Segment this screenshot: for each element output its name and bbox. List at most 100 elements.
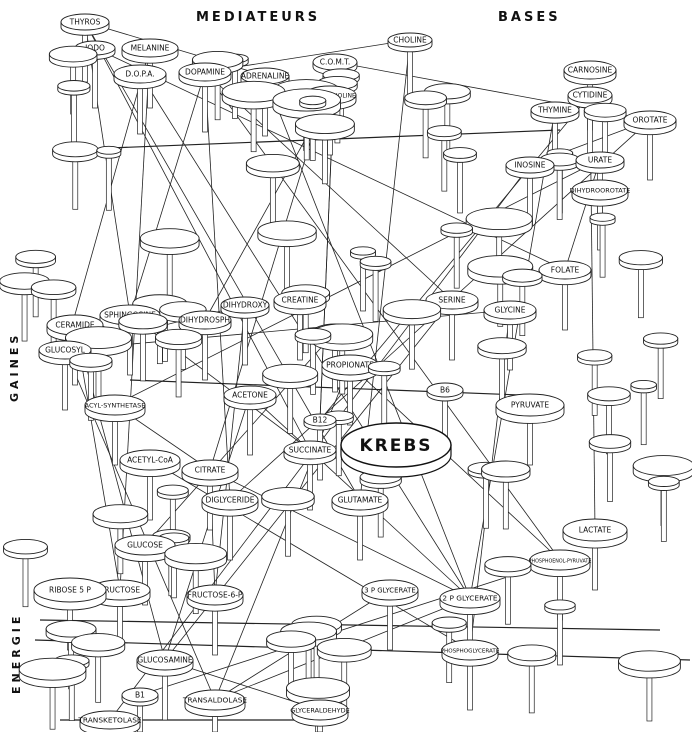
gear-disc xyxy=(295,114,354,133)
gear-disc xyxy=(590,213,615,221)
disc-label: GLYCINE xyxy=(495,306,526,315)
gear-disc xyxy=(258,221,316,240)
disc-label: DOPAMINE xyxy=(185,68,225,77)
gear-disc xyxy=(267,631,316,647)
disc-label: THYROS xyxy=(69,18,101,27)
gear-disc xyxy=(93,505,148,523)
disc-label: PHOSPHOENOL-PYRUVATE xyxy=(529,559,592,565)
gear-disc xyxy=(466,208,532,230)
gear-disc xyxy=(619,251,662,265)
gear-disc xyxy=(432,617,466,628)
gear-disc xyxy=(263,364,318,382)
shaft xyxy=(641,385,646,445)
belt xyxy=(205,72,230,500)
disc-label: B6 xyxy=(440,386,450,395)
gear-disc xyxy=(31,280,76,295)
gear-disc xyxy=(72,634,125,652)
disc-label: OROTATE xyxy=(633,116,668,125)
gear-disc xyxy=(4,539,48,553)
gear-disc xyxy=(631,380,657,388)
disc-label: ACYL-SYNTHETASE xyxy=(85,402,146,410)
gear-disc xyxy=(633,456,692,476)
gear-disc xyxy=(383,300,440,319)
gear-disc xyxy=(157,485,188,495)
disc-label: GLUCOSAMINE xyxy=(137,656,193,665)
disc-label: SERINE xyxy=(438,296,466,305)
gear-disc xyxy=(427,126,461,137)
disc-label: ADRENALINE xyxy=(241,72,290,81)
gear-disc xyxy=(648,476,679,486)
disc-label: C.O.M.T. xyxy=(320,58,351,67)
gear-disc xyxy=(246,154,299,171)
gear-disc xyxy=(49,46,97,62)
disc-label: TRANSKETOLASE xyxy=(77,716,142,725)
disc-label: B12 xyxy=(313,416,328,425)
gear-disc xyxy=(577,350,611,361)
disc-label: MELANINE xyxy=(131,44,170,53)
disc-label: TRANSALDOLASE xyxy=(182,696,247,705)
krebs-label: KREBS xyxy=(359,436,432,456)
gear-disc xyxy=(140,229,199,248)
belt xyxy=(210,470,470,598)
disc-label: PHOSPHOGLYCERATE xyxy=(441,649,500,655)
disc-label: GLYCERALDEHYDE xyxy=(290,707,349,715)
gear-disc xyxy=(165,543,227,563)
disc-label: CHOLINE xyxy=(393,36,427,45)
gear-disc xyxy=(58,80,90,91)
gear-disc xyxy=(444,148,477,159)
gear-disc xyxy=(53,142,98,157)
long-belt xyxy=(40,620,660,630)
gear-disc xyxy=(262,488,314,505)
disc-label: DIHYDROOROTATE xyxy=(570,187,631,195)
gear-disc xyxy=(482,461,530,477)
disc-label: 2 P GLYCERATE xyxy=(442,594,497,603)
disc-label: DIHYDROXY xyxy=(223,301,268,310)
disc-label: ACETONE xyxy=(232,391,268,400)
gear-disc xyxy=(589,435,630,449)
disc-label: GLUTAMATE xyxy=(338,496,383,505)
gear-disc xyxy=(619,651,681,671)
gear-disc xyxy=(70,353,112,367)
gear-disc xyxy=(545,600,575,610)
disc-label: CARNOSINE xyxy=(568,66,613,75)
gear-disc xyxy=(97,146,121,154)
disc-label: THYMINE xyxy=(537,106,572,115)
disc-label: GLUCOSE xyxy=(127,541,163,550)
gear-disc xyxy=(508,645,556,661)
disc-label: GLUCOSYL xyxy=(45,346,86,355)
gear-disc xyxy=(441,223,472,233)
disc-label: D.O.P.A. xyxy=(125,70,154,79)
gear-disc xyxy=(368,361,400,371)
gear-disc xyxy=(19,658,86,680)
disc-label: CYTIDINE xyxy=(573,91,608,100)
gear-disc xyxy=(485,557,531,572)
gear-disc xyxy=(351,247,376,255)
disc-label: PROPIONATE xyxy=(326,361,374,370)
disc-label: LACTATE xyxy=(579,526,612,535)
disc-label: FRUCTOSE-6-P xyxy=(188,591,243,600)
shaft xyxy=(600,217,605,277)
disc-label: ACETYL-CoA xyxy=(127,456,174,465)
disc-label: CITRATE xyxy=(195,466,226,475)
disc-label: PYRUVATE xyxy=(511,401,549,410)
gear-disc xyxy=(119,313,167,329)
disc-label: B1 xyxy=(135,691,145,700)
disc-label: SUCCINATE xyxy=(289,446,332,455)
gear-disc xyxy=(155,329,201,344)
gear-disc xyxy=(286,678,349,699)
gear-disc xyxy=(588,387,631,401)
disc-label: 3 P GLYCERATE xyxy=(364,587,415,595)
disc-label: FOLATE xyxy=(551,266,580,275)
disc-label: URATE xyxy=(588,156,613,165)
disc-label: CREATINE xyxy=(282,296,319,305)
gear-disc xyxy=(360,256,391,266)
gear-disc xyxy=(300,96,326,105)
gear-disc xyxy=(478,338,526,354)
disc-label: DIHYDROSPH xyxy=(180,316,230,325)
shaft xyxy=(106,150,111,210)
gear-disc xyxy=(295,328,331,340)
gear-disc xyxy=(503,269,542,282)
gear-disc xyxy=(405,91,447,105)
